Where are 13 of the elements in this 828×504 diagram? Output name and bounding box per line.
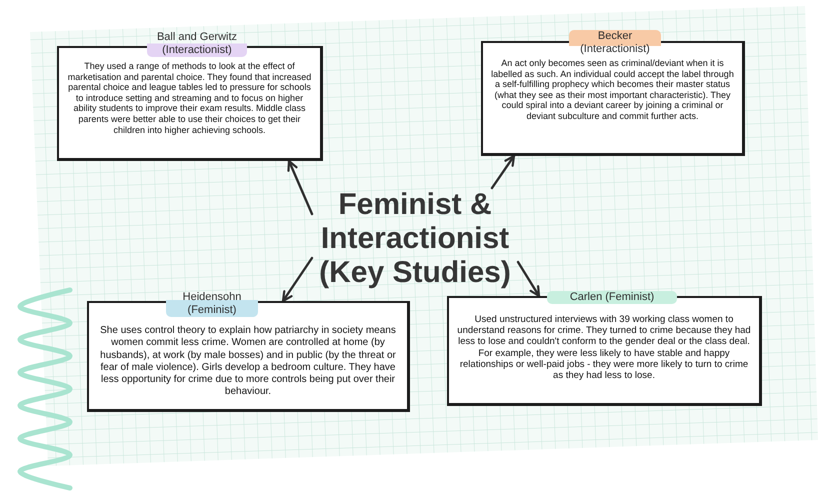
central-topic: Feminist & Interactionist (Key Studies) (312, 188, 518, 290)
card-text: They used a range of methods to look at the effect of marketisation and parental choice. They found that increased parental choice and league tables led to pressure for schools to introduce setting and streaming and to focus on higher ability students to improve their exam results. Middle class parents were better able to use their choices to get their children into higher achieving schools. (66, 61, 312, 136)
arrow (516, 260, 540, 298)
card-heading: Heidensohn (Feminist) (166, 291, 258, 317)
card-heading: Becker (Interactionist) (569, 30, 661, 56)
card-text: An act only becomes seen as criminal/deviant when it is labelled as such. An individual could accept the label through a self-fulfilling prophecy which becomes their master status (what they see as their most important characteristic). They could spiral into a deviant career by joining a criminal or deviant subculture and commit further acts. (490, 58, 735, 122)
card-text: Used unstructured interviews with 39 working class women to understand reasons for crime. They turned to crime because they had less to lose and couldn't conform to the gender deal or the class deal. For example, they were less likely to have stable and happy relationships or well-paid jobs - they were more likely to turn to crime as they had less to lose. (456, 314, 752, 382)
arrow (490, 154, 516, 190)
card-heading: Carlen (Feminist) (547, 291, 677, 304)
arrow (287, 160, 314, 216)
arrow (282, 256, 314, 302)
card-text: She uses control theory to explain how patriarchy in society means women commit less crime. Women are controlled at home (by husbands), at work (by male bosses) and in public (by the threat or fear of male violence). Girls develop a bedroom culture. They have less opportunity for crime due to more controls being put over their behaviour. (99, 325, 397, 399)
card-heading: Ball and Gerwitz (Interactionist) (147, 31, 247, 57)
